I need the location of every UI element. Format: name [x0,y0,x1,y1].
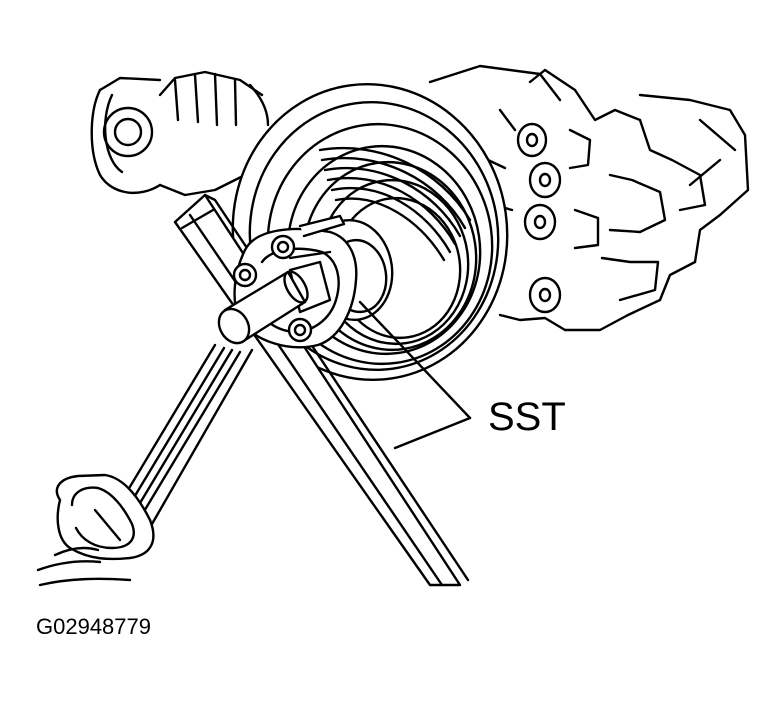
wrench-handle [38,268,312,585]
bolt-left [234,264,256,286]
crankshaft-pulley [214,66,527,397]
engine-block-sketch [430,66,748,330]
bolt-bottom [289,319,311,341]
bolt-top [272,236,294,258]
figure-id: G02948779 [36,614,151,639]
alternator-sketch [92,72,268,195]
sst-callout-label: SST [488,395,566,439]
callout-leaders [360,302,470,448]
